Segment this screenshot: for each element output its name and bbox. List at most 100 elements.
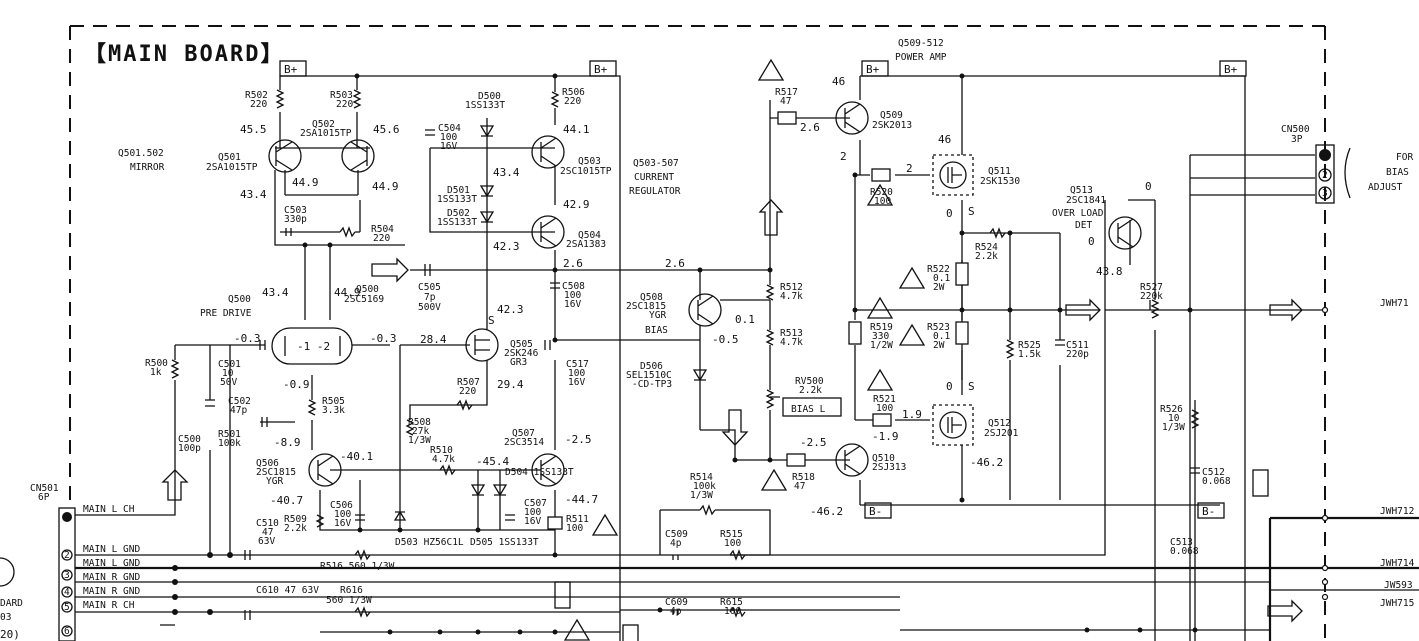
voltage: 45.5 — [240, 123, 267, 136]
svg-text:100: 100 — [724, 538, 741, 549]
over-load-label-3: OVER LOAD — [1052, 208, 1104, 219]
svg-text:R506: R506 — [562, 87, 585, 98]
cn500-label-1: CN500 — [1281, 124, 1310, 135]
voltage: -2.5 — [800, 436, 827, 449]
svg-text:16V: 16V — [440, 141, 457, 152]
svg-text:220: 220 — [459, 386, 476, 397]
svg-text:R526: R526 — [1160, 404, 1183, 415]
svg-text:2.2k: 2.2k — [284, 523, 307, 534]
left-board-label-3: 20) — [0, 628, 20, 641]
over-load-label-1: Q513 — [1070, 185, 1093, 196]
svg-text:R502: R502 — [245, 90, 268, 101]
bias-adjust-2: BIAS — [1386, 167, 1409, 178]
svg-text:100: 100 — [566, 523, 583, 534]
svg-text:47: 47 — [262, 527, 273, 538]
svg-text:100: 100 — [568, 368, 585, 379]
bias-adjust-3: ADJUST — [1368, 182, 1403, 193]
svg-text:47: 47 — [794, 481, 805, 492]
svg-text:R515: R515 — [720, 529, 743, 540]
svg-text:D502: D502 — [447, 208, 470, 219]
svg-text:D504 1SS133T: D504 1SS133T — [505, 467, 574, 478]
left-board-connector — [0, 557, 15, 587]
junctions — [172, 73, 1329, 635]
svg-text:16V: 16V — [568, 377, 585, 388]
over-load-label-2: 2SC1841 — [1066, 195, 1106, 206]
voltage: -46.2 — [810, 505, 843, 518]
q512-mosfet — [932, 404, 974, 446]
q507-transistor — [531, 453, 565, 487]
net-main-r-ch: MAIN R CH — [83, 600, 135, 611]
cn500-pin-3: 3 — [1322, 188, 1328, 199]
voltage: 44.9 — [372, 180, 399, 193]
svg-text:1SS133T: 1SS133T — [437, 194, 477, 205]
svg-text:1.5k: 1.5k — [1018, 349, 1041, 360]
svg-text:4.7k: 4.7k — [432, 454, 455, 465]
net-main-r-gnd-1: MAIN R GND — [83, 572, 140, 583]
svg-text:2SA1015TP: 2SA1015TP — [206, 162, 258, 173]
pre-drive-label-1: Q500 — [228, 294, 251, 305]
svg-text:100: 100 — [876, 403, 893, 414]
svg-text:1k: 1k — [150, 367, 162, 378]
voltage: 42.3 — [497, 303, 524, 316]
net-jwh71: JWH71 — [1380, 298, 1409, 309]
svg-text:Q504: Q504 — [578, 230, 601, 241]
bias-l-box — [782, 397, 842, 417]
svg-text:R500: R500 — [145, 358, 168, 369]
current-reg-label-2: CURRENT — [634, 172, 674, 183]
over-load-label-4: DET — [1075, 220, 1092, 231]
bplus-label-4: B+ — [1224, 63, 1238, 76]
svg-text:2SC1815: 2SC1815 — [626, 301, 666, 312]
svg-text:Q509: Q509 — [880, 110, 903, 121]
svg-text:220: 220 — [564, 96, 581, 107]
current-reg-label-3: REGULATOR — [629, 186, 681, 197]
voltage: 42.3 — [493, 240, 520, 253]
voltage: 0 — [946, 207, 953, 220]
voltage: 0 — [946, 380, 953, 393]
svg-text:R509: R509 — [284, 514, 307, 525]
svg-text:Q510: Q510 — [872, 453, 895, 464]
q505-fet — [465, 328, 499, 362]
voltage: -40.7 — [270, 494, 303, 507]
svg-text:4p: 4p — [670, 606, 682, 617]
svg-text:R616: R616 — [340, 585, 363, 596]
current-reg-label-1: Q503-507 — [633, 158, 679, 169]
svg-text:R518: R518 — [792, 472, 815, 483]
svg-text:1/3W: 1/3W — [690, 490, 713, 501]
passives — [170, 89, 1200, 620]
svg-text:27k: 27k — [412, 426, 429, 437]
voltage: 42.9 — [563, 198, 590, 211]
voltage: 44.9 — [334, 286, 361, 299]
signal-arrows — [161, 199, 1303, 623]
svg-text:-CD-TP3: -CD-TP3 — [632, 379, 672, 390]
voltage: -0.9 — [283, 378, 310, 391]
voltage: -45.4 — [476, 455, 509, 468]
svg-text:YGR: YGR — [649, 310, 666, 321]
svg-text:220: 220 — [250, 99, 267, 110]
svg-text:C610 47 63V: C610 47 63V — [256, 585, 319, 596]
svg-text:100k: 100k — [693, 481, 716, 492]
svg-text:R523: R523 — [927, 322, 950, 333]
svg-text:100: 100 — [874, 196, 891, 207]
svg-text:D506: D506 — [640, 361, 663, 372]
q500-dual-transistor — [271, 327, 353, 365]
svg-text:D500: D500 — [478, 91, 501, 102]
board-outline — [69, 25, 1326, 641]
voltage: 2.6 — [665, 257, 685, 270]
block-labels: Q501.502 MIRROR Q500 PRE DRIVE Q503-507 … — [0, 38, 1413, 641]
q503-transistor — [531, 135, 565, 169]
svg-text:2.2k: 2.2k — [799, 385, 822, 396]
voltage: 46 — [832, 75, 845, 88]
net-jwh715: JWH715 — [1380, 598, 1414, 609]
svg-text:47p: 47p — [230, 405, 247, 416]
board-title: 【MAIN BOARD】 — [84, 42, 284, 67]
svg-text:1/2W: 1/2W — [870, 340, 893, 351]
svg-text:2SK1530: 2SK1530 — [980, 176, 1020, 187]
svg-text:D503 HZ56C1L: D503 HZ56C1L — [395, 537, 464, 548]
cn500-connector — [1315, 144, 1351, 204]
svg-text:R522: R522 — [927, 264, 950, 275]
net-labels: MAIN L CH MAIN L GND MAIN L GND MAIN R G… — [83, 298, 1415, 611]
svg-text:C501: C501 — [218, 359, 241, 370]
bplus-label-3: B+ — [866, 63, 880, 76]
voltage: 2 — [840, 150, 847, 163]
svg-text:0.068: 0.068 — [1170, 546, 1199, 557]
